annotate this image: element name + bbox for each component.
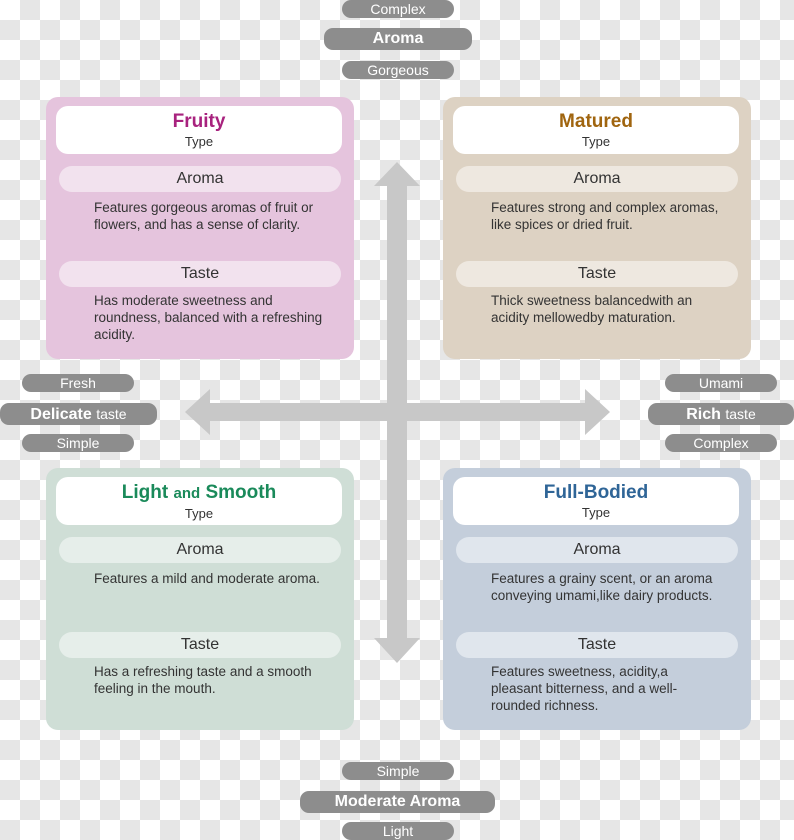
bottom-axis-main-text: Moderate Aroma xyxy=(334,793,461,810)
bottom-axis-lower-label: Light xyxy=(342,822,454,840)
right-axis-upper-label: Umami xyxy=(665,374,777,392)
light-smooth-title-part1: Light xyxy=(121,482,169,503)
full-bodied-type-label: Type xyxy=(581,505,611,520)
light-smooth-title-and: and xyxy=(173,485,201,502)
matured-title: Matured xyxy=(559,111,633,132)
top-axis-main-text: Aroma xyxy=(372,30,424,47)
light-smooth-taste-heading: Taste xyxy=(59,632,341,658)
light-smooth-card: Light and Smooth Type Aroma Features a m… xyxy=(46,468,354,730)
full-bodied-taste-text: Features sweetness, acidity,a pleasant b… xyxy=(491,664,678,713)
light-smooth-type-label: Type xyxy=(184,506,214,521)
matured-taste-text: Thick sweetness balancedwith an acidity … xyxy=(491,293,693,325)
top-axis-main-label: Aroma xyxy=(324,28,472,50)
left-axis-upper-label: Fresh xyxy=(22,374,134,392)
fruity-title: Fruity xyxy=(172,111,226,132)
full-bodied-title: Full-Bodied xyxy=(543,482,649,503)
light-smooth-title: Light and Smooth xyxy=(56,481,342,506)
matured-taste-heading: Taste xyxy=(456,261,738,287)
right-axis-main-thin: taste xyxy=(725,406,756,422)
top-axis-upper-label: Complex xyxy=(342,0,454,18)
fruity-aroma-text: Features gorgeous aromas of fruit or flo… xyxy=(94,200,314,232)
bottom-axis-main-label: Moderate Aroma xyxy=(300,791,495,813)
fruity-card: Fruity Type Aroma Features gorgeous arom… xyxy=(46,97,354,359)
light-smooth-header: Light and Smooth Type xyxy=(56,477,342,525)
fruity-header: Fruity Type xyxy=(56,106,342,154)
full-bodied-header: Full-Bodied Type xyxy=(453,477,739,525)
right-axis-main-bold: Rich xyxy=(686,406,721,423)
fruity-taste-heading: Taste xyxy=(59,261,341,287)
top-axis-lower-label: Gorgeous xyxy=(342,61,454,79)
full-bodied-aroma-heading: Aroma xyxy=(456,537,738,563)
matured-type-label: Type xyxy=(581,134,611,149)
light-smooth-taste-text: Has a refreshing taste and a smooth feel… xyxy=(94,664,312,696)
matured-aroma-text: Features strong and complex aromas, like… xyxy=(491,200,719,232)
matured-aroma-heading: Aroma xyxy=(456,166,738,192)
full-bodied-card: Full-Bodied Type Aroma Features a grainy… xyxy=(443,468,751,730)
matured-header: Matured Type xyxy=(453,106,739,154)
right-axis-lower-label: Complex xyxy=(665,434,777,452)
light-smooth-aroma-text: Features a mild and moderate aroma. xyxy=(94,571,320,586)
fruity-type-label: Type xyxy=(184,134,214,149)
full-bodied-taste-heading: Taste xyxy=(456,632,738,658)
left-axis-main-thin: taste xyxy=(96,406,127,422)
left-axis-lower-label: Simple xyxy=(22,434,134,452)
bottom-axis-upper-label: Simple xyxy=(342,762,454,780)
full-bodied-aroma-text: Features a grainy scent, or an aroma con… xyxy=(491,571,713,603)
left-axis-main-bold: Delicate xyxy=(30,406,92,423)
light-smooth-title-part2: Smooth xyxy=(205,482,277,503)
left-axis-main-label: Delicate taste xyxy=(0,403,157,425)
fruity-aroma-heading: Aroma xyxy=(59,166,341,192)
right-axis-main-label: Rich taste xyxy=(648,403,794,425)
matured-card: Matured Type Aroma Features strong and c… xyxy=(443,97,751,359)
fruity-taste-text: Has moderate sweetness and roundness, ba… xyxy=(94,293,323,342)
horizontal-arrow xyxy=(185,389,610,435)
light-smooth-aroma-heading: Aroma xyxy=(59,537,341,563)
